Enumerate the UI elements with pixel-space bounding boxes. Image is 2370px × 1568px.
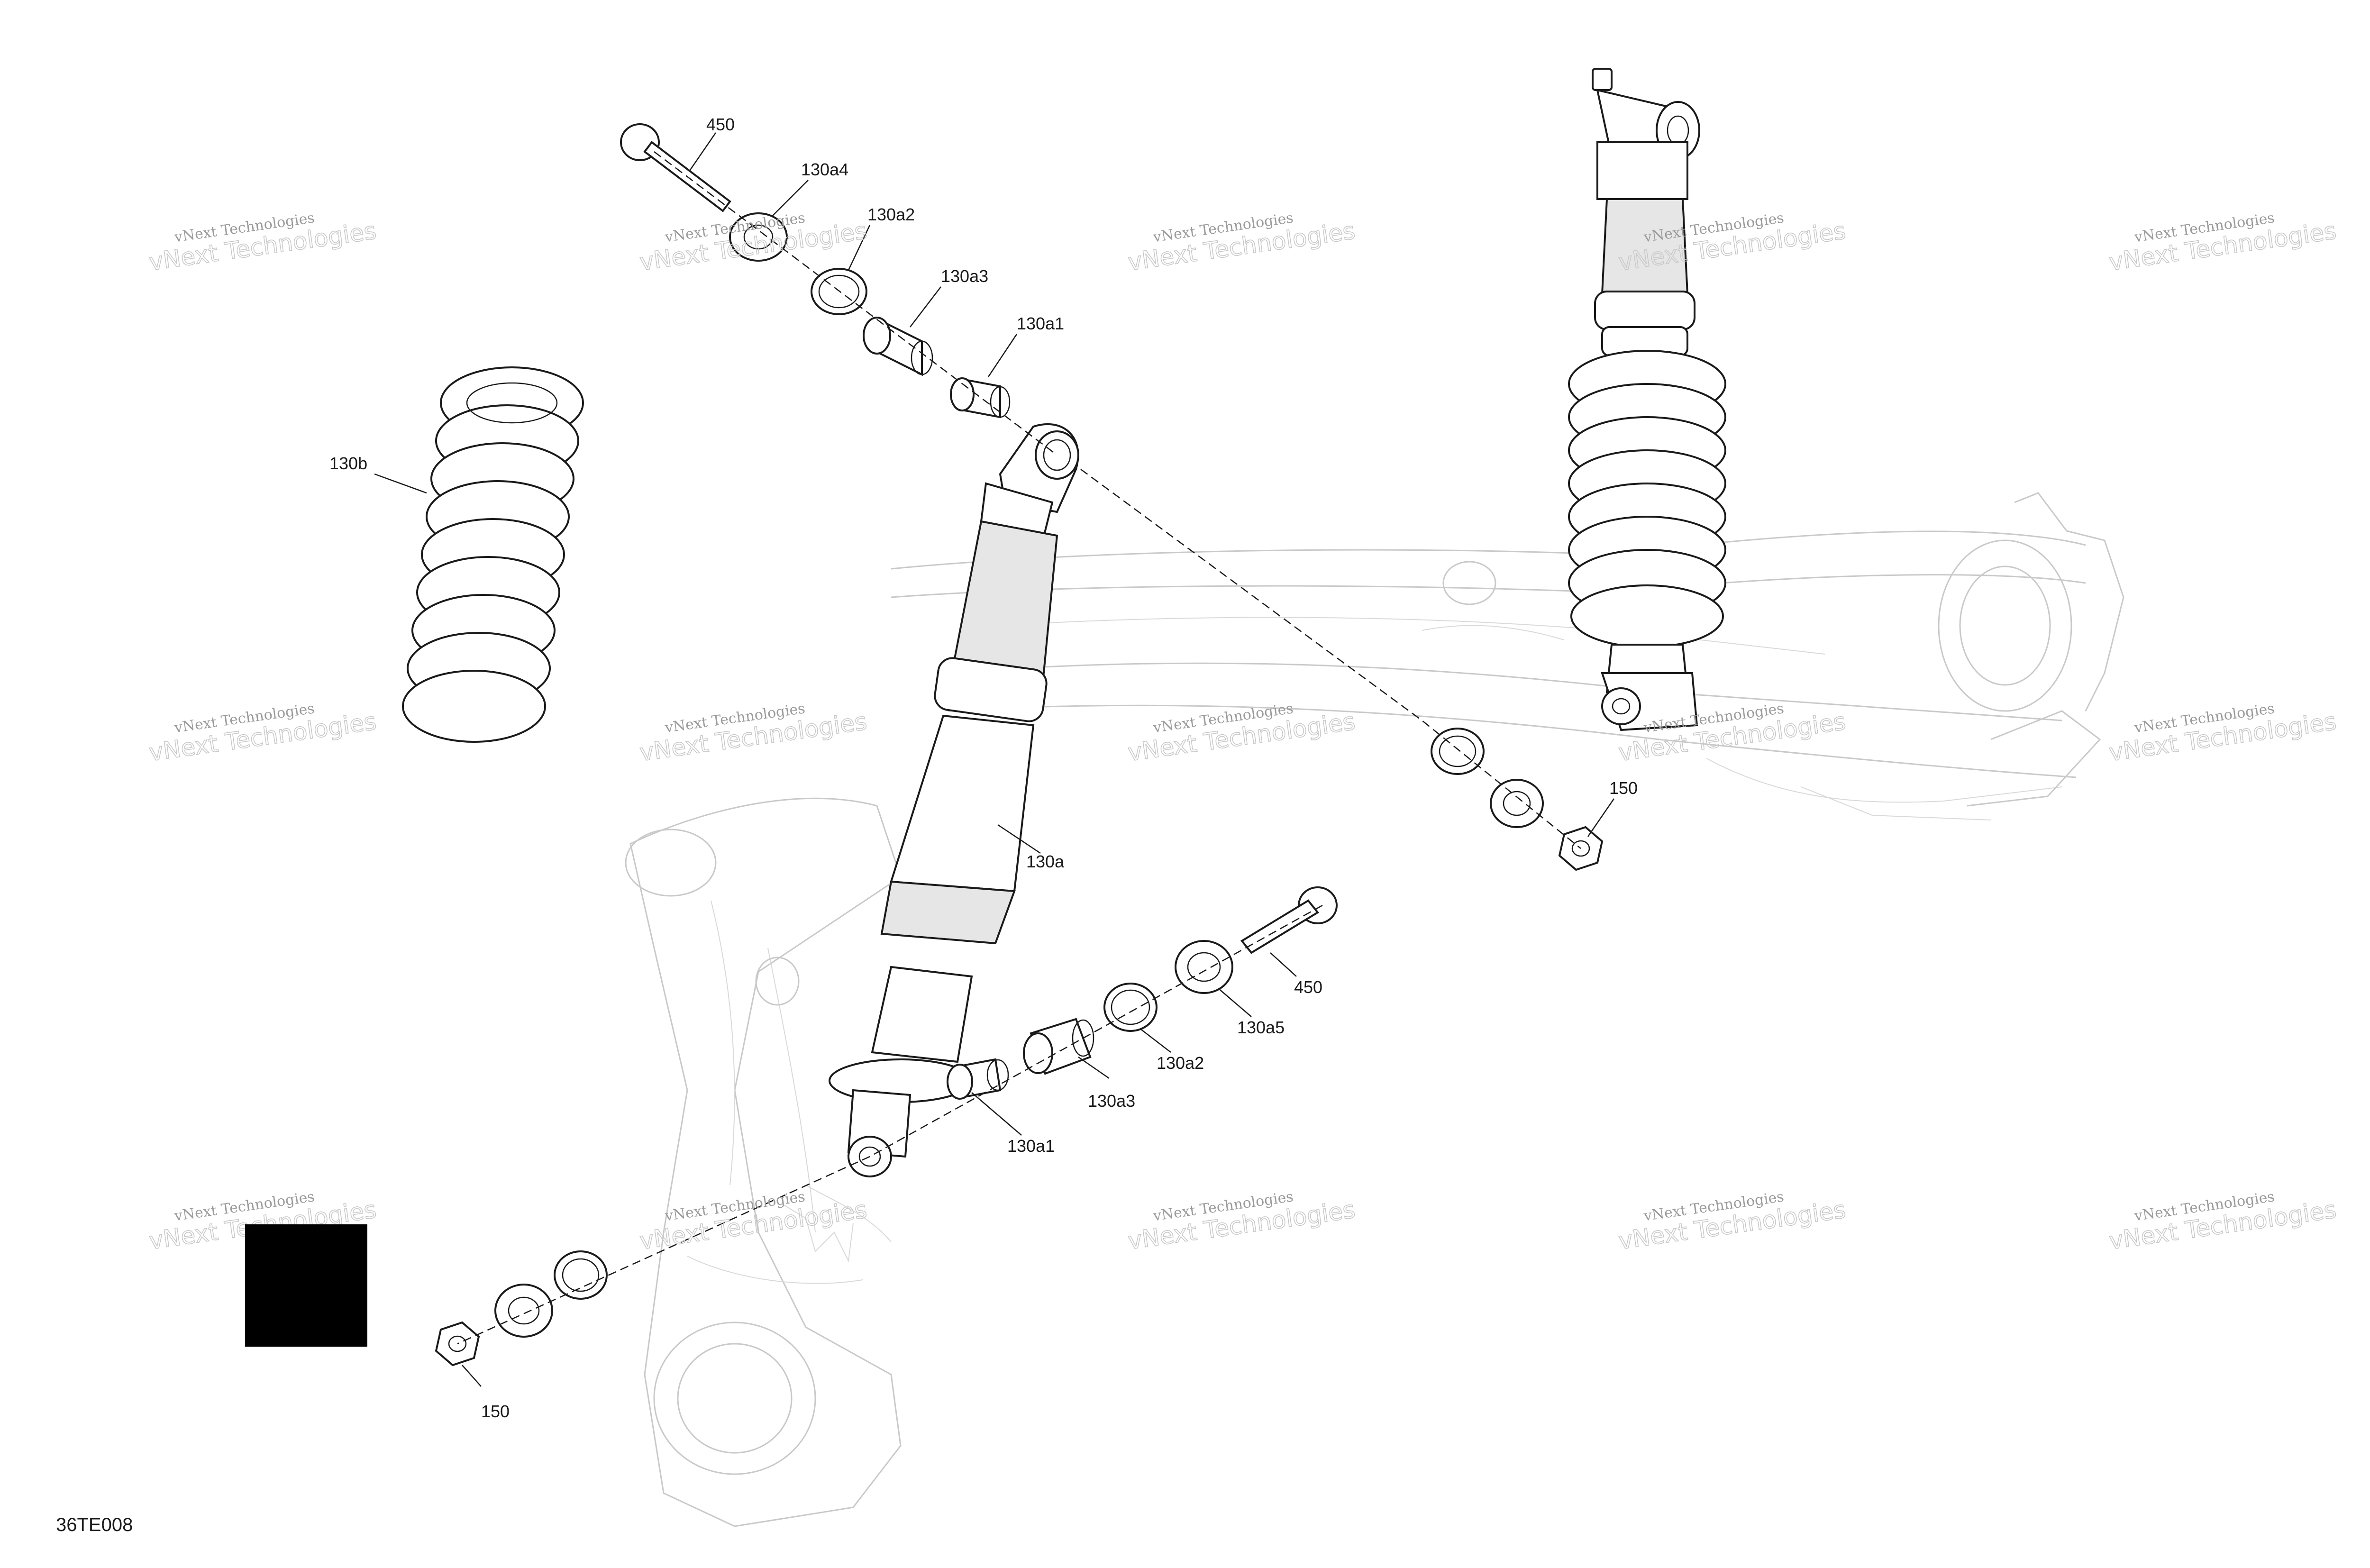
washer-130a5-icon [1175,940,1233,994]
watermark-r2c2: vNext Technologies vNext Technologies [638,700,869,767]
bolt-bottom-icon [1240,886,1338,954]
callout-nut-bottom: 150 [481,1402,510,1421]
callout-sleeve-130a3-bottom: 130a3 [1088,1091,1135,1111]
ghost-knuckle [625,797,902,1527]
spring-130b-icon [402,366,584,743]
watermark-r2c5: vNext Technologies vNext Technologies [2107,700,2338,767]
watermark-r1c2: vNext Technologies vNext Technologies [638,210,869,276]
watermark-r1c5: vNext Technologies vNext Technologies [2107,210,2338,276]
sleeve-130a3-bottom-icon [1023,1018,1094,1075]
callout-sleeve-130a3-top: 130a3 [941,266,988,286]
watermark-r3c5: vNext Technologies vNext Technologies [2107,1188,2338,1255]
sleeve-130a3-top-icon [863,317,933,376]
callout-washer-130a5: 130a5 [1237,1018,1285,1037]
callout-spring: 130b [329,454,367,473]
assembled-spring-coils [1568,350,1726,648]
watermark-r3c4: vNext Technologies vNext Technologies [1616,1188,1848,1255]
assembly-axes [457,151,1581,1345]
callout-ring-130a2-bottom: 130a2 [1157,1053,1204,1073]
callout-shock-absorber: 130a [1026,852,1065,871]
callout-labels: 450 130a4 130a2 130a3 130a1 130b 130a 15… [329,115,1638,1421]
callout-bushing-130a1-bottom: 130a1 [1007,1136,1055,1156]
ghost-swing-arm [891,492,2124,820]
callout-bushing-130a1-top: 130a1 [1017,314,1064,333]
bushing-130a1-top-icon [950,377,1011,419]
ring-bottom-left-icon [554,1250,608,1300]
watermark-r2c1: vNext Technologies vNext Technologies [147,700,378,767]
washer-right-icon [1490,779,1544,828]
ring-130a2-bottom-icon [1103,983,1158,1032]
bushing-130a1-bottom-icon [947,1058,1009,1100]
redaction-box [245,1224,367,1347]
watermark-r3c3: vNext Technologies vNext Technologies [1126,1188,1357,1255]
callout-washer-130a4: 130a4 [801,160,848,179]
callout-ring-130a2-top: 130a2 [867,205,915,224]
callout-bolt-top: 450 [706,115,735,134]
watermark-r1c1: vNext Technologies vNext Technologies [147,210,378,276]
ring-right-icon [1431,728,1485,775]
document-reference: 36TE008 [56,1514,133,1535]
assembled-shock-icon [1568,68,1726,731]
leader-lines [374,132,1615,1387]
washer-bottom-left-icon [494,1284,553,1338]
callout-bolt-bottom: 450 [1294,977,1322,997]
watermark-r1c3: vNext Technologies vNext Technologies [1126,210,1357,276]
watermark-r2c3: vNext Technologies vNext Technologies [1126,700,1357,767]
callout-nut-right: 150 [1609,778,1638,798]
washer-130a4-icon [729,212,788,262]
